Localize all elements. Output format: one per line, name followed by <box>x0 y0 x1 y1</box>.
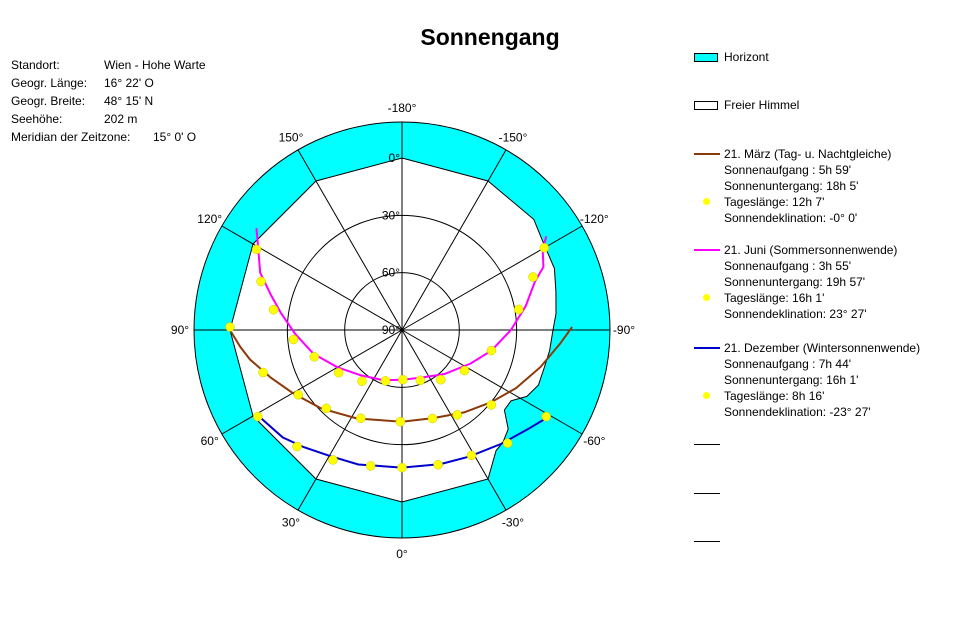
hour-marker <box>513 304 524 315</box>
chart-title: Sonnengang <box>420 24 560 50</box>
horizon-swatch <box>694 53 718 62</box>
legend-daylength: Tageslänge: 16h 1' <box>724 291 825 305</box>
hour-marker <box>397 462 407 473</box>
hour-marker <box>541 411 551 422</box>
info-label: Geogr. Länge: <box>11 76 88 90</box>
hour-marker <box>380 376 391 386</box>
hour-marker <box>486 345 497 356</box>
legend-sunrise: Sonnenaufgang : 5h 59' <box>724 163 852 177</box>
hour-marker <box>268 304 279 315</box>
altitude-tick-label: 0° <box>389 151 401 165</box>
azimuth-tick-label: -30° <box>502 515 524 529</box>
legend-empty-line <box>694 493 720 494</box>
azimuth-tick-label: -90° <box>613 323 635 337</box>
hour-marker <box>225 322 235 332</box>
hour-marker <box>357 376 367 386</box>
altitude-tick-label: 30° <box>382 208 400 222</box>
azimuth-tick-label: 150° <box>279 131 304 145</box>
info-value: 48° 15' N <box>104 94 154 108</box>
legend-marker <box>703 392 710 399</box>
info-value: Wien - Hohe Warte <box>104 58 206 72</box>
radial-grid-line <box>221 329 403 435</box>
hour-marker <box>321 403 332 414</box>
legend-declination: Sonnendeklination: 23° 27' <box>724 307 867 321</box>
altitude-tick-label: 90° <box>382 323 400 337</box>
hour-marker <box>466 450 477 461</box>
hour-marker <box>415 375 426 386</box>
legend-empty-line <box>694 541 720 542</box>
azimuth-tick-label: 90° <box>171 323 189 337</box>
legend-sunrise: Sonnenaufgang : 3h 55' <box>724 259 852 273</box>
radial-grid-line <box>401 329 583 435</box>
azimuth-tick-label: 60° <box>201 434 219 448</box>
legend-marker <box>703 198 710 205</box>
hour-marker <box>398 374 408 385</box>
info-label: Standort: <box>11 58 60 72</box>
hour-marker <box>539 243 550 253</box>
azimuth-tick-label: -180° <box>388 101 417 115</box>
hour-marker <box>256 276 266 287</box>
legend-daylength: Tageslänge: 8h 16' <box>724 389 825 403</box>
azimuth-tick-label: 0° <box>396 547 408 561</box>
hour-marker <box>309 352 320 362</box>
radial-grid-line <box>297 149 403 331</box>
legend-line <box>694 249 720 251</box>
legend-series-name: 21. Dezember (Wintersonnenwende) <box>724 341 921 355</box>
radial-grid-line <box>401 225 583 331</box>
hour-marker <box>253 411 263 422</box>
info-value: 16° 22' O <box>104 76 154 90</box>
azimuth-tick-label: -120° <box>580 212 609 226</box>
legend-declination: Sonnendeklination: -0° 0' <box>724 211 858 225</box>
info-label: Meridian der Zeitzone: <box>11 130 131 144</box>
info-label: Geogr. Breite: <box>11 94 86 108</box>
info-value: 202 m <box>104 112 138 126</box>
hour-marker <box>502 438 513 448</box>
hour-marker <box>251 244 262 255</box>
hour-marker <box>452 410 462 420</box>
legend-daylength: Tageslänge: 12h 7' <box>724 195 825 209</box>
azimuth-tick-label: -60° <box>583 434 605 448</box>
legend-label: Horizont <box>724 50 769 64</box>
legend-series-name: 21. Juni (Sommersonnenwende) <box>724 243 898 257</box>
azimuth-tick-label: -150° <box>499 131 528 145</box>
radial-grid-line <box>401 329 507 511</box>
hour-marker <box>427 413 438 424</box>
radial-grid-line <box>401 149 507 331</box>
hour-marker <box>433 460 443 470</box>
legend-sunset: Sonnenuntergang: 16h 1' <box>724 373 859 387</box>
legend-sunset: Sonnenuntergang: 18h 5' <box>724 179 859 193</box>
hour-marker <box>436 374 446 385</box>
altitude-tick-label: 60° <box>382 266 400 280</box>
info-label: Seehöhe: <box>11 112 63 126</box>
legend-line <box>694 347 720 349</box>
azimuth-tick-label: 120° <box>197 212 222 226</box>
hour-marker <box>459 365 470 376</box>
hour-marker <box>292 441 302 452</box>
hour-marker <box>258 367 268 378</box>
legend-empty-line <box>694 444 720 445</box>
legend-sunrise: Sonnenaufgang : 7h 44' <box>724 357 852 371</box>
hour-marker <box>395 416 406 427</box>
radial-grid-line <box>221 225 403 331</box>
info-value: 15° 0' O <box>153 130 197 144</box>
hour-marker <box>528 272 538 282</box>
hour-marker <box>328 455 338 465</box>
legend-declination: Sonnendeklination: -23° 27' <box>724 405 871 419</box>
hour-marker <box>288 334 299 345</box>
hour-marker <box>333 367 344 378</box>
legend-label: Freier Himmel <box>724 98 800 112</box>
azimuth-tick-label: 30° <box>282 515 300 529</box>
sky-swatch <box>694 101 718 110</box>
legend-series-name: 21. März (Tag- u. Nachtgleiche) <box>724 147 892 161</box>
hour-marker <box>365 461 376 471</box>
hour-marker <box>356 413 366 424</box>
radial-grid-line <box>297 329 403 511</box>
legend-marker <box>703 294 710 301</box>
legend-sunset: Sonnenuntergang: 19h 57' <box>724 275 866 289</box>
hour-marker <box>486 400 497 410</box>
legend-line <box>694 153 720 155</box>
hour-marker <box>293 390 304 400</box>
